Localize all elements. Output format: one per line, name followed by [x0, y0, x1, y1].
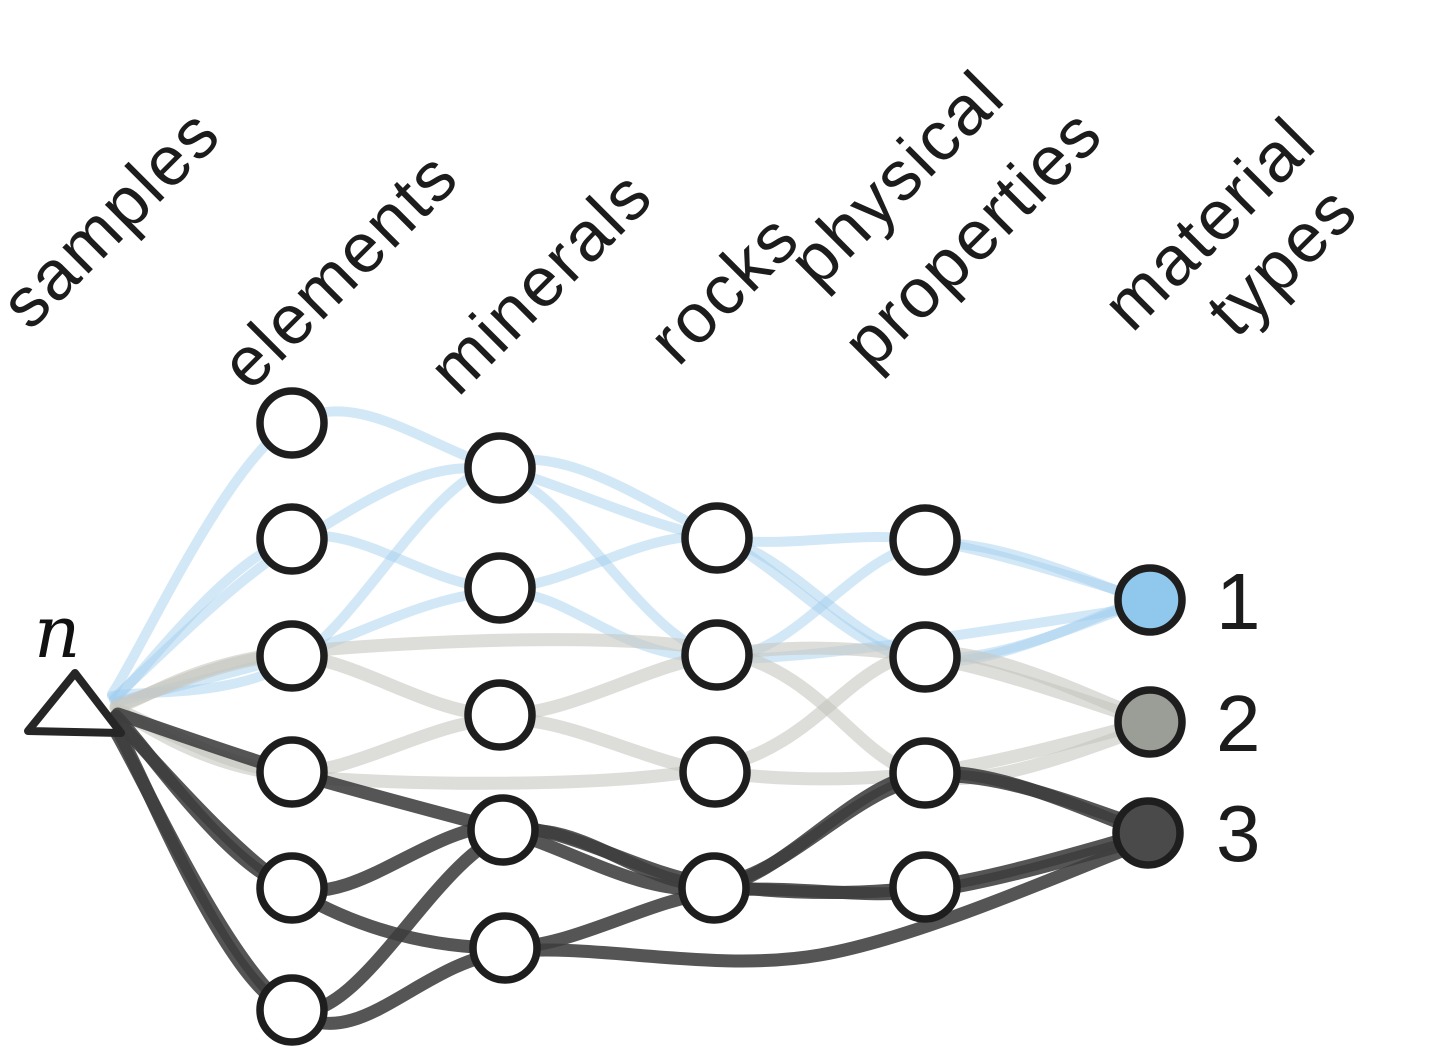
material-type-3-number: 3: [1216, 789, 1261, 878]
elements-node-5: [256, 852, 328, 924]
minerals-node-1: [464, 432, 536, 504]
material-type-node-2: [1114, 686, 1186, 758]
physical-properties-node-1: [889, 504, 961, 576]
material-type-numbers: 1 2 3: [1216, 557, 1261, 878]
material-type-1-number: 1: [1216, 557, 1261, 646]
physical-properties-node-4: [889, 851, 961, 923]
rocks-node-4: [678, 852, 750, 924]
elements-node-2: [256, 503, 328, 575]
layer-label-samples: samples: [0, 93, 235, 342]
n-label: n: [34, 590, 80, 674]
material-type-node-1: [1114, 564, 1186, 636]
elements-node-1: [256, 387, 328, 459]
minerals-node-4: [467, 794, 539, 866]
samples-input-node: [24, 669, 125, 737]
material-type-node-3: [1112, 797, 1184, 869]
material-type-nodes: [1112, 564, 1186, 869]
physical-properties-node-2: [889, 621, 961, 693]
rocks-node-2: [681, 619, 753, 691]
minerals-node-2: [464, 552, 536, 624]
layer-nodes: [256, 387, 961, 1046]
samples-triangle: [24, 669, 125, 737]
physical-properties-node-3: [889, 737, 961, 809]
elements-node-3: [256, 620, 328, 692]
minerals-node-3: [464, 679, 536, 751]
layer-label-rocks: rocks: [633, 198, 813, 378]
rocks-node-3: [679, 736, 751, 808]
elements-node-6: [256, 974, 328, 1046]
minerals-node-5: [469, 912, 541, 984]
elements-node-4: [256, 736, 328, 808]
rocks-node-1: [681, 502, 753, 574]
material-type-2-number: 2: [1216, 679, 1261, 768]
